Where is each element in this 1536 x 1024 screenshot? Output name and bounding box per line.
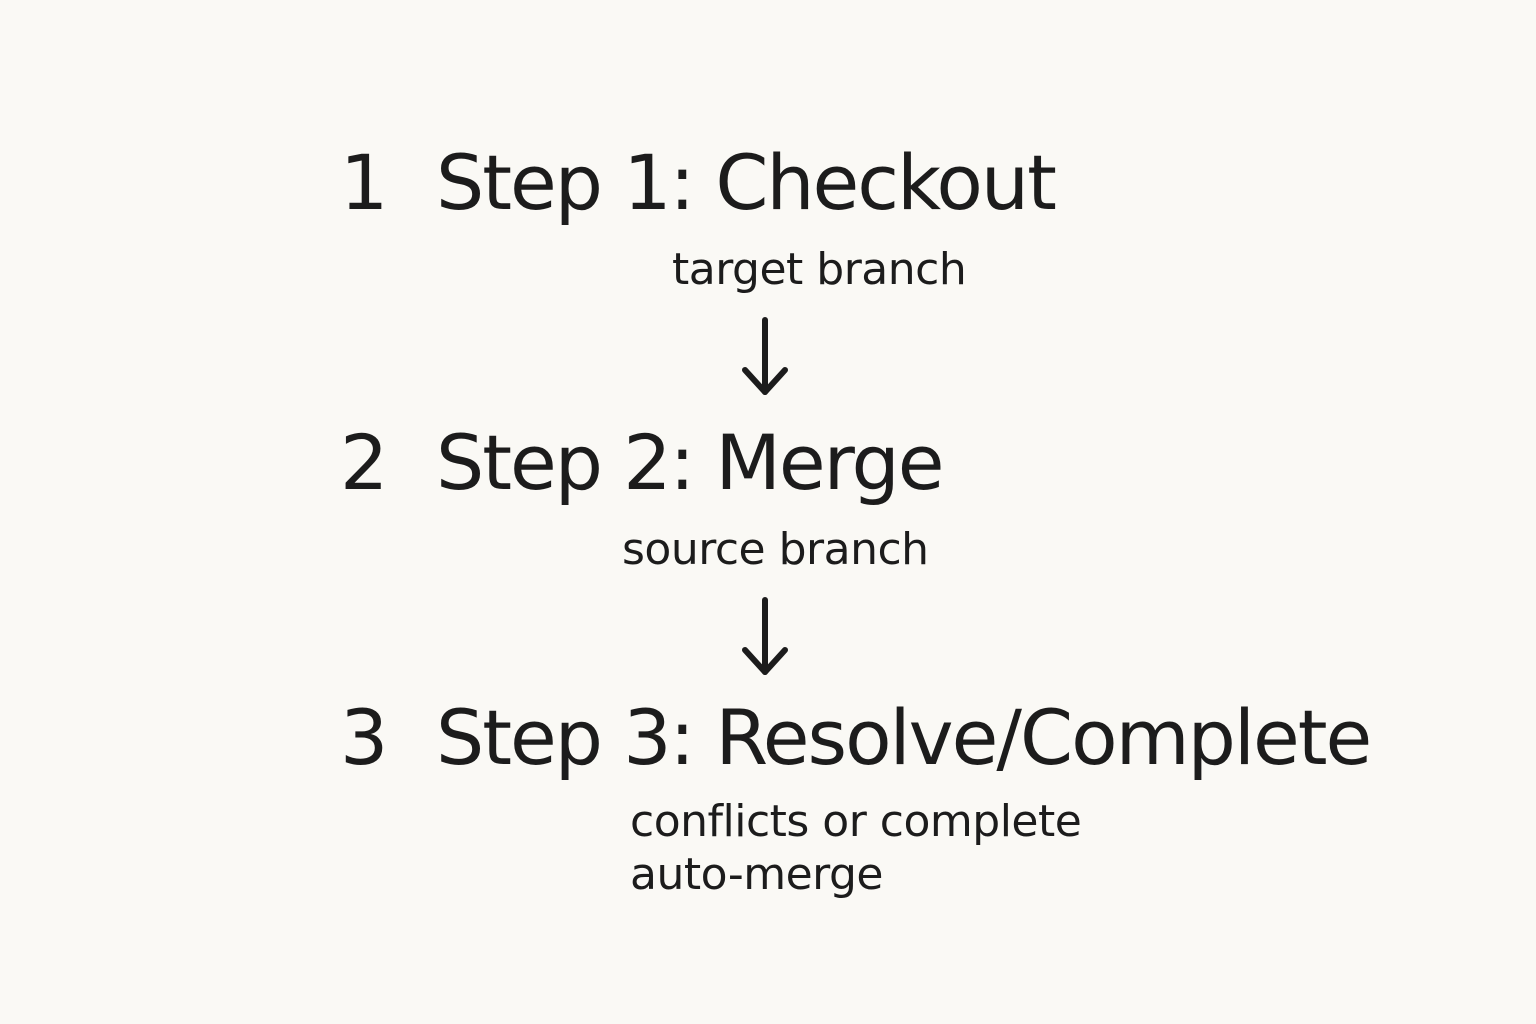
step-caption-3: conflicts or complete auto-merge	[630, 796, 1082, 902]
step-title-3: Step 3: Resolve/Complete	[436, 693, 1372, 782]
step-caption-3-line-2: auto-merge	[630, 848, 883, 900]
step-title-2: Step 2: Merge	[436, 418, 945, 507]
step-number-2: 2	[340, 418, 388, 507]
step-number-1: 1	[340, 138, 388, 227]
arrow-down-icon	[742, 317, 788, 395]
step-number-3: 3	[340, 693, 388, 782]
step-caption-2-line-1: source branch	[622, 524, 929, 575]
step-title-1: Step 1: Checkout	[436, 138, 1057, 227]
step-caption-2: source branch	[622, 524, 929, 577]
step-caption-1-line-1: target branch	[672, 244, 967, 295]
arrow-down-icon	[742, 597, 788, 675]
step-caption-1: target branch	[672, 244, 967, 297]
step-caption-3-line-1: conflicts or complete	[630, 796, 1082, 847]
